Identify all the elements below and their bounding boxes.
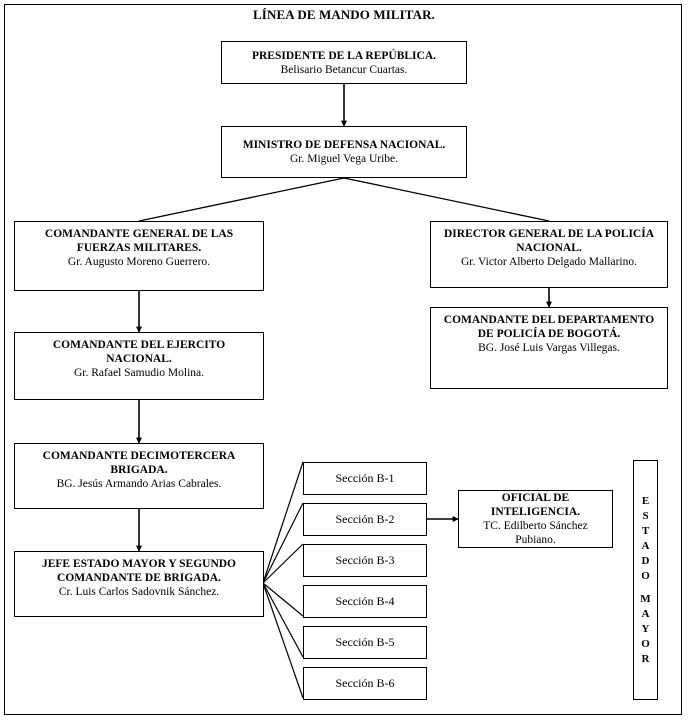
node-ministro-person: Gr. Miguel Vega Uribe.	[289, 153, 399, 165]
node-seccion-b4-label: Sección B-4	[335, 594, 395, 608]
node-comandante-ejercito-person: Gr. Rafael Samudio Molina.	[74, 367, 204, 379]
node-presidente-role: PRESIDENTE DE LA REPÚBLICA.	[251, 49, 437, 62]
panel-letter: O	[641, 637, 650, 650]
panel-letter: A	[641, 607, 650, 620]
panel-letter: T	[641, 524, 650, 537]
page-title: LÍNEA DE MANDO MILITAR.	[253, 7, 435, 22]
diagram-outer-frame	[4, 4, 682, 715]
panel-letter: D	[641, 554, 650, 567]
node-director-policia-role: DIRECTOR GENERAL DE LA POLICÍA NACIONAL.	[443, 228, 655, 254]
node-comandante-depto-policia-person: BG. José Luis Vargas Villegas.	[478, 342, 620, 354]
node-comandante-brigada-person: BG. Jesús Armando Arias Cabrales.	[56, 478, 222, 490]
node-director-policia[interactable]: DIRECTOR GENERAL DE LA POLICÍA NACIONAL.…	[430, 221, 668, 288]
node-seccion-b6-label: Sección B-6	[335, 676, 395, 690]
node-jefe-estado-mayor-person: Cr. Luis Carlos Sadovnik Sánchez.	[58, 586, 220, 598]
panel-letter: E	[641, 494, 650, 507]
node-seccion-b5-label: Sección B-5	[335, 635, 395, 649]
node-comandante-brigada[interactable]: COMANDANTE DECIMOTERCERA BRIGADA. BG. Je…	[14, 443, 264, 509]
node-oficial-inteligencia-role: OFICIAL DE INTELIGENCIA.	[490, 492, 581, 518]
node-seccion-b3-label: Sección B-3	[335, 553, 395, 567]
node-presidente-person: Belisario Betancur Cuartas.	[280, 63, 408, 76]
panel-letter: M	[640, 592, 651, 605]
node-jefe-estado-mayor-role: JEFE ESTADO MAYOR Y SEGUNDO COMANDANTE D…	[41, 558, 237, 584]
node-oficial-inteligencia[interactable]: OFICIAL DE INTELIGENCIA. TC. Edilberto S…	[458, 490, 613, 548]
node-seccion-b1-label: Sección B-1	[335, 471, 395, 485]
node-seccion-b6[interactable]: Sección B-6	[303, 667, 427, 700]
node-presidente[interactable]: PRESIDENTE DE LA REPÚBLICA. Belisario Be…	[221, 41, 467, 84]
panel-letter: Y	[641, 622, 650, 635]
node-comandante-depto-policia-role: COMANDANTE DEL DEPARTAMENTO DE POLICÍA D…	[443, 314, 655, 340]
node-ministro[interactable]: MINISTRO DE DEFENSA NACIONAL. Gr. Miguel…	[221, 126, 467, 178]
node-comandante-brigada-role: COMANDANTE DECIMOTERCERA BRIGADA.	[42, 450, 236, 476]
node-director-policia-person: Gr. Victor Alberto Delgado Mallarino.	[460, 256, 638, 268]
node-comandante-ejercito[interactable]: COMANDANTE DEL EJERCITO NACIONAL. Gr. Ra…	[14, 332, 264, 400]
node-comandante-depto-policia[interactable]: COMANDANTE DEL DEPARTAMENTO DE POLICÍA D…	[430, 307, 668, 389]
panel-letter: A	[641, 539, 650, 552]
node-seccion-b4[interactable]: Sección B-4	[303, 585, 427, 618]
node-comandante-ffmm-role: COMANDANTE GENERAL DE LAS FUERZAS MILITA…	[44, 228, 234, 254]
panel-letter: R	[641, 652, 650, 665]
node-seccion-b1[interactable]: Sección B-1	[303, 462, 427, 495]
node-seccion-b3[interactable]: Sección B-3	[303, 544, 427, 577]
node-ministro-role: MINISTRO DE DEFENSA NACIONAL.	[242, 139, 446, 151]
panel-letter: S	[642, 509, 649, 522]
node-comandante-ffmm-person: Gr. Augusto Moreno Guerrero.	[67, 256, 211, 268]
panel-letter: O	[641, 569, 650, 582]
node-oficial-inteligencia-person: TC. Edilberto Sánchez Pubiano.	[483, 520, 588, 546]
node-jefe-estado-mayor[interactable]: JEFE ESTADO MAYOR Y SEGUNDO COMANDANTE D…	[14, 551, 264, 617]
node-seccion-b5[interactable]: Sección B-5	[303, 626, 427, 659]
node-comandante-ffmm[interactable]: COMANDANTE GENERAL DE LAS FUERZAS MILITA…	[14, 221, 264, 291]
node-seccion-b2-label: Sección B-2	[335, 512, 395, 526]
node-comandante-ejercito-role: COMANDANTE DEL EJERCITO NACIONAL.	[52, 339, 226, 365]
node-seccion-b2[interactable]: Sección B-2	[303, 503, 427, 536]
